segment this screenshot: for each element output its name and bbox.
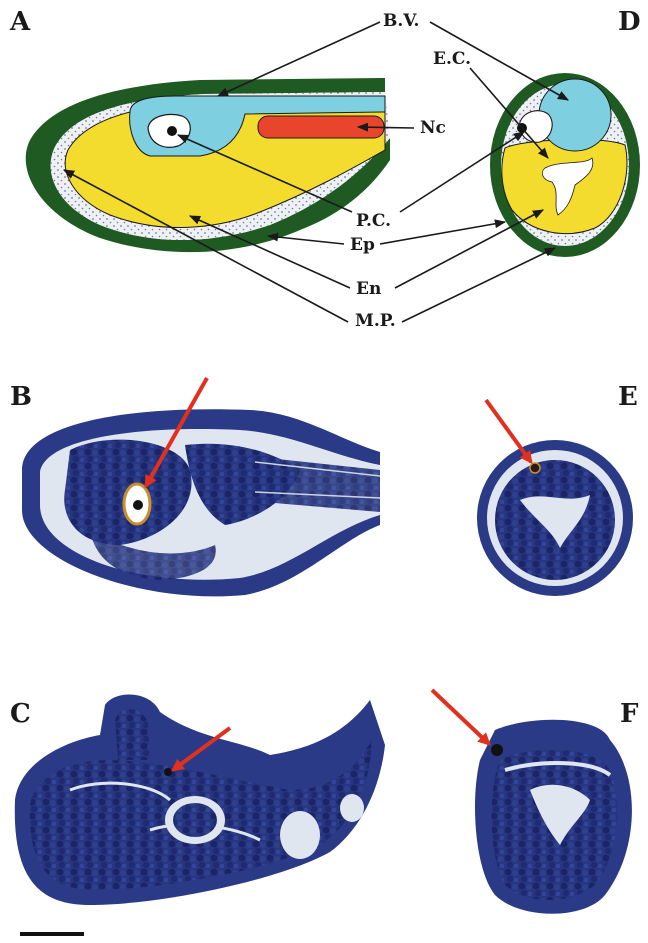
panel-letter-e: E xyxy=(618,382,638,412)
label-pc: P.C. xyxy=(356,211,391,231)
panel-b-micrograph xyxy=(22,409,380,596)
scale-bar xyxy=(20,932,84,936)
label-ep: Ep xyxy=(350,235,375,255)
label-nc: Nc xyxy=(420,118,446,138)
label-en: En xyxy=(356,279,381,299)
panel-letter-c: C xyxy=(10,699,31,729)
arrow-pigment-cell-f xyxy=(432,690,489,744)
label-ec: E.C. xyxy=(433,49,471,69)
arrow-pigment-cell-e xyxy=(486,400,531,462)
panel-letter-a: A xyxy=(9,7,31,37)
label-bv: B.V. xyxy=(383,11,419,31)
panel-a-diagram xyxy=(26,78,390,252)
panel-d-diagram xyxy=(490,73,640,257)
panel-letter-d: D xyxy=(618,7,641,37)
panel-c-micrograph xyxy=(15,695,385,905)
panel-f-micrograph xyxy=(475,720,632,914)
pigment-cell-a xyxy=(167,126,177,136)
panel-letter-b: B xyxy=(10,382,32,412)
panel-letter-f: F xyxy=(620,699,639,729)
label-mp: M.P. xyxy=(355,311,396,331)
panel-e-micrograph xyxy=(477,440,633,596)
